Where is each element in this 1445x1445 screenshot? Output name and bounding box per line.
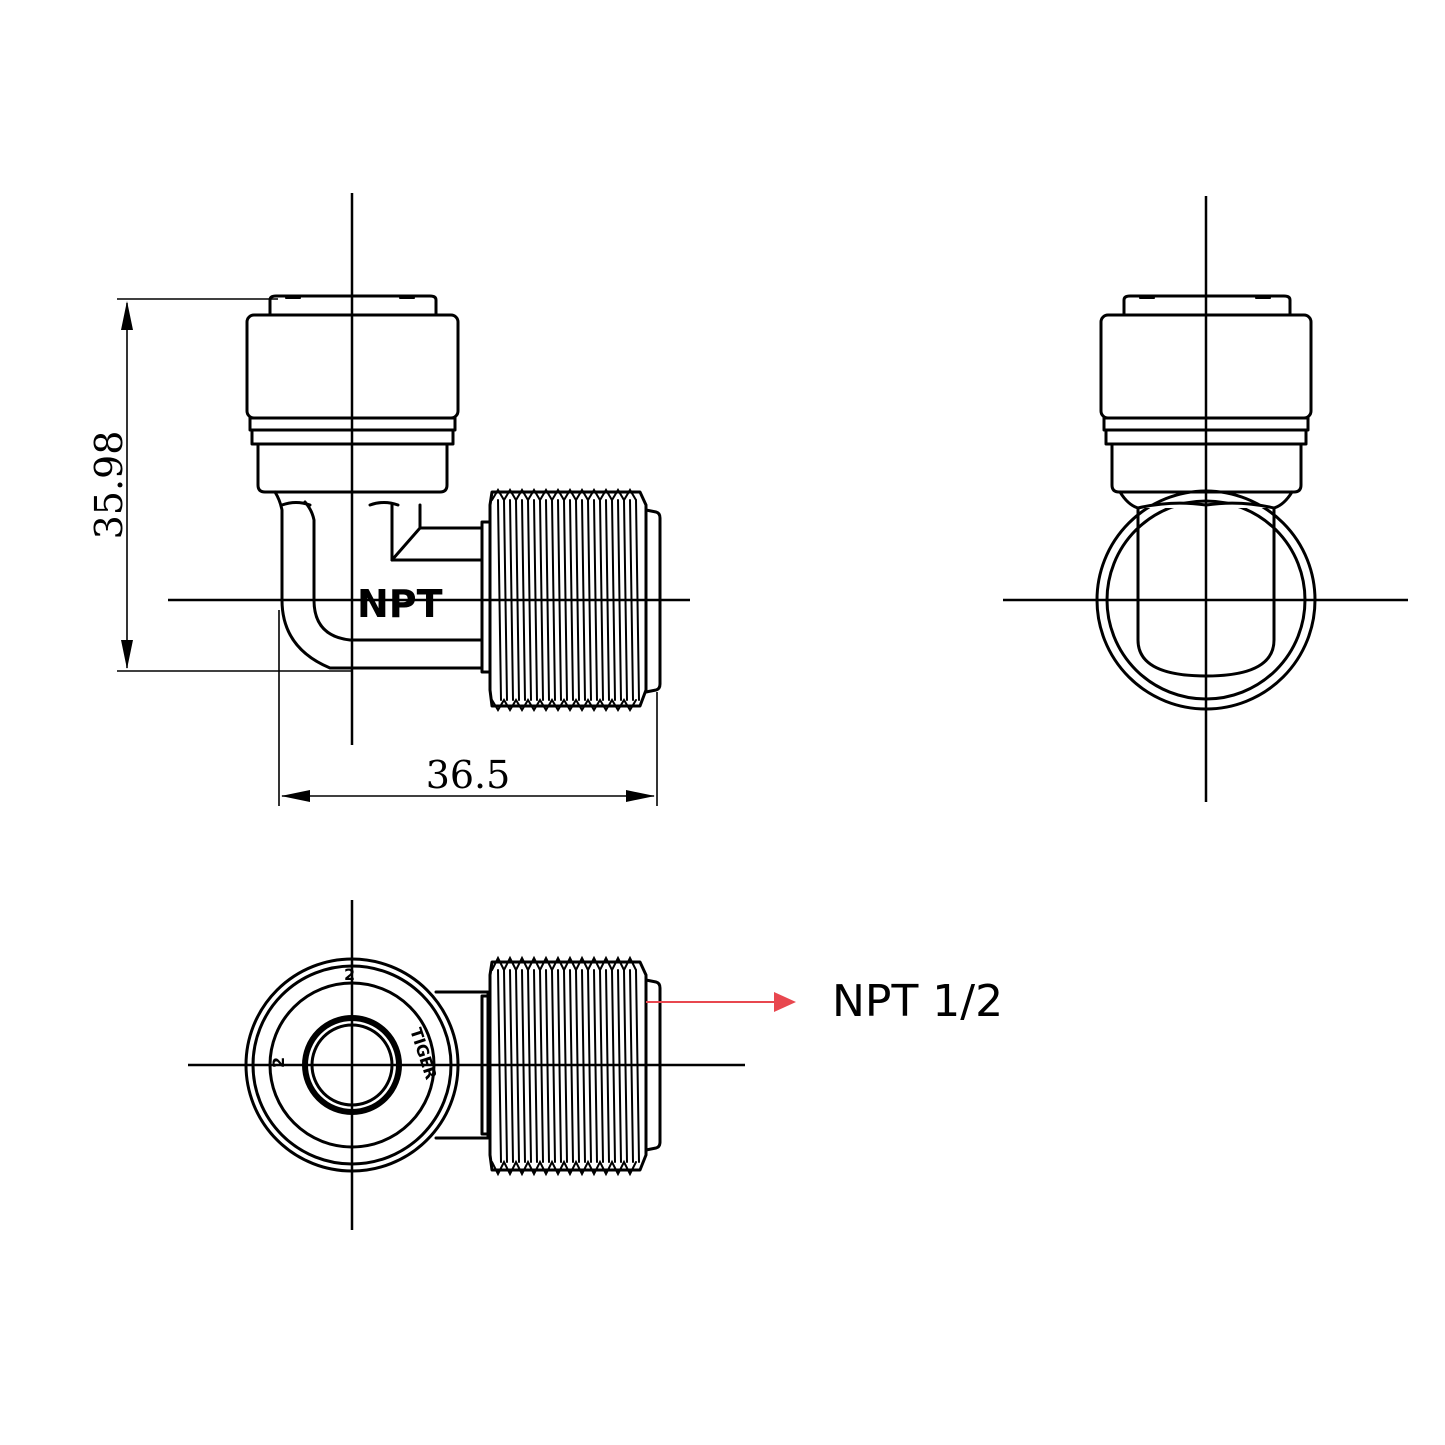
front-view: NPT	[168, 193, 690, 745]
ring-mark-top: 2	[344, 965, 355, 984]
top-view: 2 2 TIGER	[188, 900, 745, 1230]
body-marking: NPT	[357, 582, 443, 626]
height-dimension-label: 35.98	[87, 431, 131, 540]
npt-callout: NPT 1/2	[646, 976, 1003, 1027]
height-dimension: 35.98	[87, 298, 352, 672]
npt-callout-label: NPT 1/2	[832, 976, 1003, 1027]
ring-mark-left: 2	[269, 1057, 288, 1068]
side-view	[1003, 196, 1408, 802]
width-dimension: 36.5	[278, 610, 658, 806]
width-dimension-label: 36.5	[426, 753, 511, 797]
